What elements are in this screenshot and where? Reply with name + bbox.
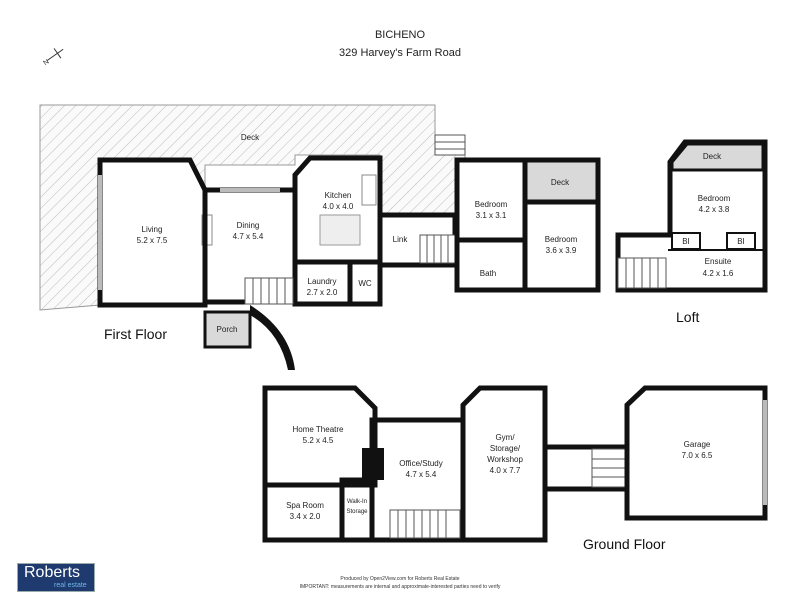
bi-left-label: BI — [682, 237, 690, 246]
walk-in-storage — [339, 477, 375, 543]
north-arrow-icon: N — [42, 48, 64, 67]
bi-right-label: BI — [737, 237, 745, 246]
gym-size: 4.0 x 7.7 — [490, 466, 521, 475]
stairs-icon — [434, 134, 466, 156]
gym-label-1: Gym/ — [495, 433, 515, 442]
ensuite-label: Ensuite — [705, 257, 732, 266]
first-floor-plan: Deck Living 5.2 x 7.5 Dining 4.7 x 5.4 K… — [39, 104, 601, 370]
link-label: Link — [393, 235, 409, 244]
gym-label-2: Storage/ — [490, 444, 521, 453]
laundry-size: 2.7 x 2.0 — [307, 288, 338, 297]
deck-label: Deck — [241, 133, 260, 142]
ensuite-size: 4.2 x 1.6 — [703, 269, 734, 278]
loft-plan: Deck Bedroom 4.2 x 3.8 BI BI Ensuite 4.2… — [615, 139, 768, 325]
ground-floor-plan: Home Theatre 5.2 x 4.5 Office/Study 4.7 … — [262, 385, 768, 552]
kitchen-label: Kitchen — [325, 191, 352, 200]
logo-subtext: real estate — [54, 582, 87, 589]
roberts-logo: Roberts real estate — [17, 563, 95, 592]
home-theatre-size: 5.2 x 4.5 — [303, 436, 334, 445]
gym-label-3: Workshop — [487, 455, 523, 464]
property-title: BICHENO — [375, 29, 426, 41]
garage — [624, 385, 768, 521]
dining-size: 4.7 x 5.4 — [233, 232, 264, 241]
gym-storage-workshop — [460, 385, 548, 543]
bath — [454, 237, 528, 293]
stairs-icon — [244, 277, 294, 305]
property-address: 329 Harvey's Farm Road — [339, 47, 461, 59]
loft-label: Loft — [676, 309, 699, 325]
walkin-label-1: Walk-In — [347, 499, 367, 505]
loft-deck — [670, 142, 765, 172]
laundry-label: Laundry — [308, 277, 337, 286]
office-label: Office/Study — [399, 459, 442, 468]
credit-line: Produced by Open2View.com for Roberts Re… — [340, 576, 460, 582]
garage-label: Garage — [684, 440, 711, 449]
disclaimer-line: IMPORTANT: measurements are internal and… — [299, 584, 501, 590]
porch — [203, 310, 252, 349]
credits: Produced by Open2View.com for Roberts Re… — [230, 575, 570, 591]
living-size: 5.2 x 7.5 — [137, 236, 168, 245]
loft-deck-label: Deck — [703, 152, 722, 161]
wc — [347, 259, 383, 307]
living-label: Living — [142, 225, 163, 234]
office-size: 4.7 x 5.4 — [406, 470, 437, 479]
bath-label: Bath — [480, 269, 496, 278]
first-floor-label: First Floor — [104, 326, 167, 342]
small-deck — [522, 157, 601, 205]
kitchen-size: 4.0 x 4.0 — [323, 202, 354, 211]
loft-bedroom-size: 4.2 x 3.8 — [699, 205, 730, 214]
walkin-label-2: Storage — [346, 509, 368, 515]
bedroom-1-size: 3.1 x 3.1 — [476, 211, 507, 220]
bedroom-2-size: 3.6 x 3.9 — [546, 246, 577, 255]
porch-label: Porch — [217, 325, 238, 334]
small-deck-label: Deck — [551, 178, 570, 187]
garage-size: 7.0 x 6.5 — [682, 451, 713, 460]
stairs-icon — [389, 509, 461, 539]
wc-label: WC — [358, 279, 372, 288]
home-theatre-label: Home Theatre — [293, 425, 345, 434]
ground-floor-label: Ground Floor — [583, 536, 666, 552]
stairs-icon — [617, 257, 667, 289]
stairs-icon — [419, 234, 456, 264]
logo-text: Roberts — [24, 564, 81, 581]
home-theatre — [262, 385, 378, 488]
bedroom-1-label: Bedroom — [475, 200, 508, 209]
spa-size: 3.4 x 2.0 — [290, 512, 321, 521]
stairs-icon — [591, 448, 626, 488]
bedroom-2-label: Bedroom — [545, 235, 578, 244]
north-label: N — [42, 58, 50, 67]
dining-label: Dining — [237, 221, 260, 230]
loft-bedroom-label: Bedroom — [698, 194, 731, 203]
spa-label: Spa Room — [286, 501, 324, 510]
